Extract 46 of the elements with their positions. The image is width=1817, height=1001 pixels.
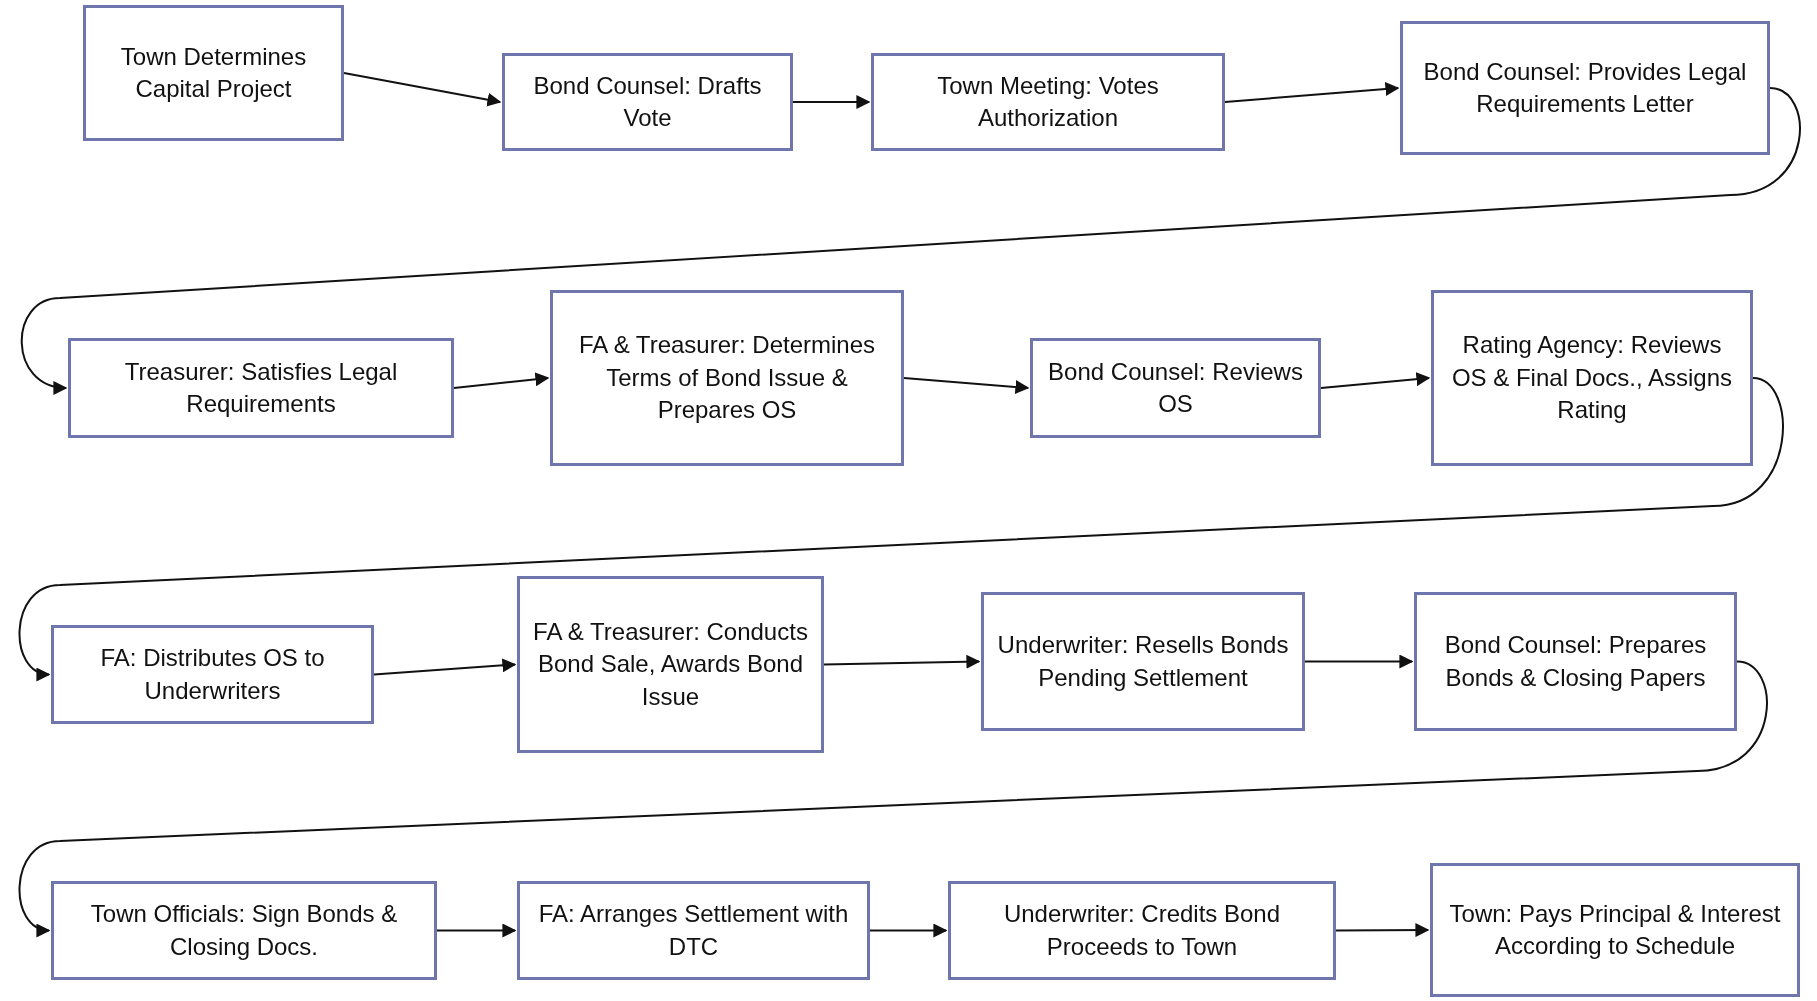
step-text: Bond Counsel: Prepares Bonds & Closing Papers <box>1443 630 1708 693</box>
process-box <box>1400 21 1770 155</box>
step-text: Bond Counsel: Reviews OS <box>1047 356 1304 419</box>
arrow <box>823 654 981 669</box>
process-box <box>1430 863 1800 997</box>
step-text: FA & Treasurer: Determines Terms of Bond Issue & Prepares OS <box>577 330 877 426</box>
process-box <box>1030 338 1321 438</box>
arrow <box>792 95 871 109</box>
process-box <box>1431 290 1753 466</box>
step-text: Town Meeting: Votes Authorization <box>936 70 1160 133</box>
step-text: Underwriter: Credits Bond Proceeds to Town <box>1002 899 1282 962</box>
process-box <box>68 338 454 438</box>
arrow <box>903 377 1030 394</box>
step-text: Underwriter: Resells Bonds Pending Settlement <box>996 630 1290 693</box>
process-box <box>1414 592 1737 731</box>
arrow <box>20 87 1801 394</box>
arrow <box>453 372 550 389</box>
step-text: Treasurer: Satisfies Legal Requirements <box>123 356 399 419</box>
process-box <box>517 576 824 753</box>
process-box <box>502 53 793 151</box>
arrow <box>1304 654 1414 669</box>
process-box <box>948 881 1336 980</box>
process-box <box>550 290 904 466</box>
step-text: Town: Pays Principal & Interest According to Schedule <box>1448 898 1782 961</box>
arrow <box>436 923 517 938</box>
arrow <box>869 923 948 938</box>
process-box <box>51 625 374 724</box>
arrow <box>1224 82 1400 103</box>
step-text: FA & Treasurer: Conducts Bond Sale, Awards Bond Issue <box>532 616 809 712</box>
arrow <box>1335 923 1430 938</box>
process-box <box>981 592 1305 731</box>
process-box <box>871 53 1225 151</box>
step-text: Town Determines Capital Project <box>119 41 308 104</box>
step-text: Bond Counsel: Provides Legal Requirements Letter <box>1422 56 1748 119</box>
arrow <box>343 72 502 107</box>
step-text: FA: Distributes OS to Underwriters <box>99 643 326 706</box>
step-text: Town Officials: Sign Bonds & Closing Docs. <box>89 899 399 962</box>
process-box <box>83 5 344 141</box>
process-box <box>51 881 437 980</box>
step-text: Rating Agency: Reviews OS & Final Docs., Assigns Rating <box>1450 330 1734 426</box>
arrow <box>1320 372 1431 389</box>
step-text: Bond Counsel: Drafts Vote <box>532 70 763 133</box>
arrow <box>373 658 517 676</box>
arrow <box>18 377 1784 680</box>
step-text: FA: Arranges Settlement with DTC <box>537 899 850 962</box>
process-box <box>517 881 870 980</box>
